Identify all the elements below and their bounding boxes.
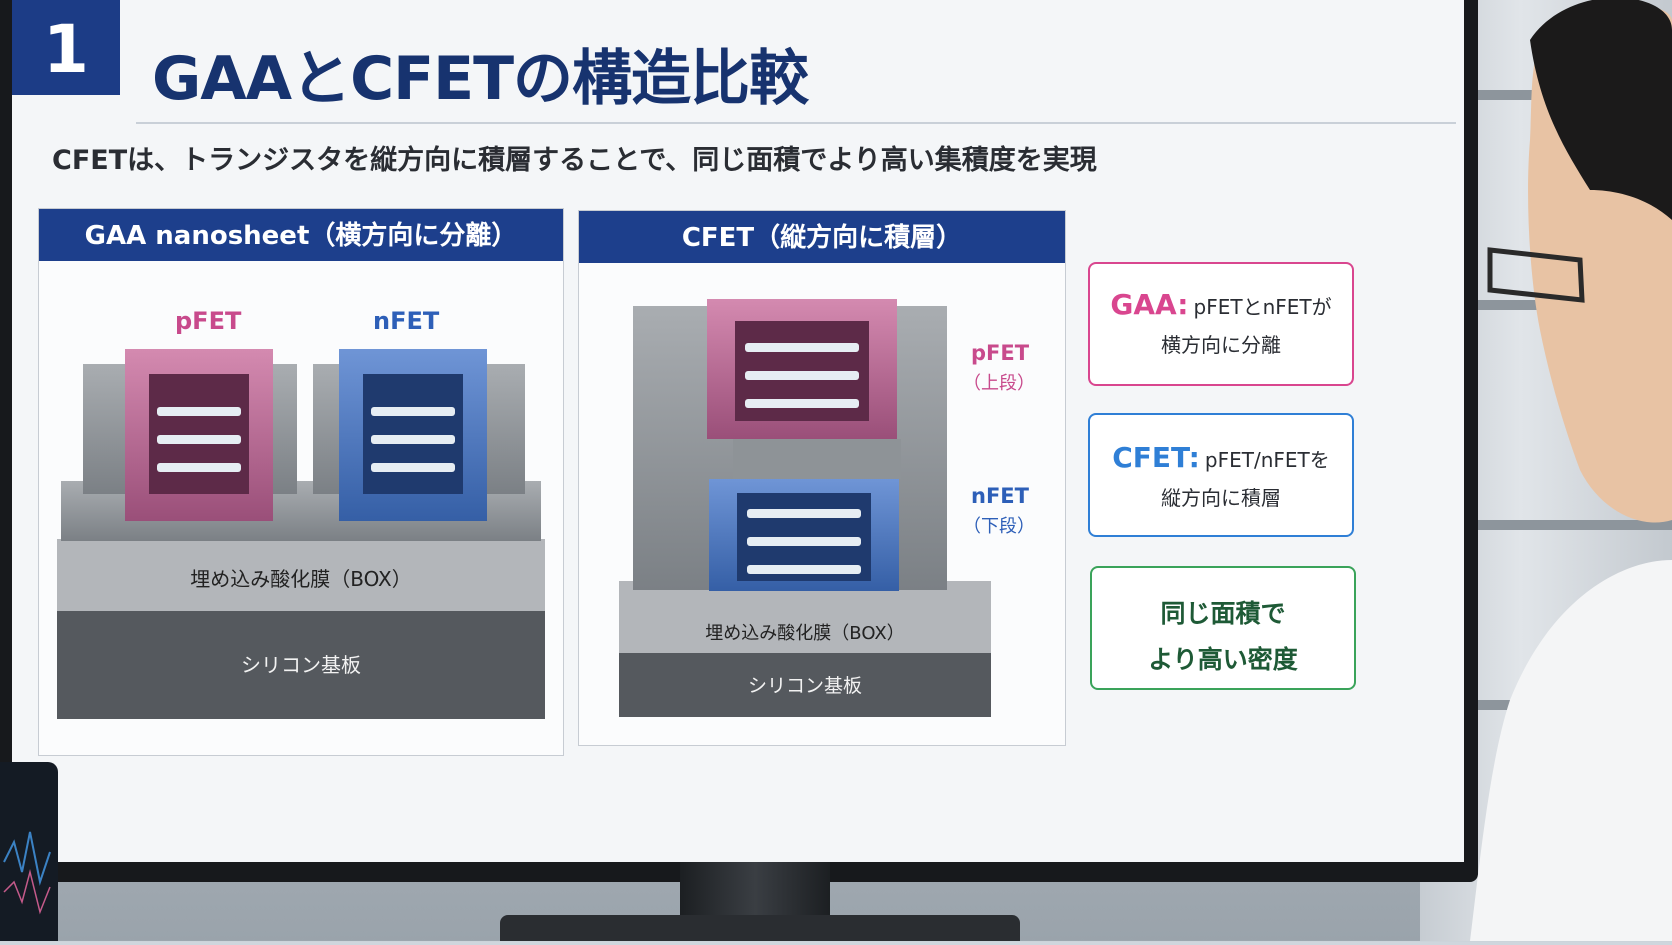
nfet-nanosheet — [371, 407, 455, 416]
cfet-box-layer — [619, 581, 991, 653]
info-box-gaa: GAA: pFETとnFETが 横方向に分離 — [1088, 262, 1354, 386]
gaa-substrate-label: シリコン基板 — [241, 653, 361, 677]
cfet-panel-header: CFET（縦方向に積層） — [579, 211, 1065, 263]
laptop-screen — [0, 762, 58, 941]
nfet-nanosheet — [371, 463, 455, 472]
slide-number: 1 — [12, 0, 120, 95]
info-cfet-line2: 縦方向に積層 — [1161, 486, 1281, 510]
info-density-line2: より高い密度 — [1148, 645, 1298, 674]
box-layer — [57, 539, 545, 611]
cfet-isolation — [733, 439, 901, 479]
slide-subtitle: CFETは、トランジスタを縦方向に積層することで、同じ面積でより高い集積度を実現 — [52, 145, 1097, 176]
info-cfet-key: CFET: — [1112, 441, 1200, 474]
gaa-panel-header: GAA nanosheet（横方向に分離） — [39, 209, 563, 261]
person-silhouette — [1470, 0, 1672, 941]
cfet-pfet-nanosheet — [745, 343, 859, 352]
cfet-diagram — [619, 299, 991, 717]
gaa-nfet-label: nFET — [373, 307, 440, 335]
cfet-pfet-sub: （上段） — [963, 373, 1035, 394]
cfet-nfet-nanosheet — [747, 509, 861, 518]
info-cfet-line1: pFET/nFETを — [1204, 448, 1330, 472]
cfet-substrate-label: シリコン基板 — [747, 675, 862, 697]
pfet-nanosheet — [157, 407, 241, 416]
pfet-nanosheet — [157, 435, 241, 444]
cfet-nfet-nanosheet — [747, 537, 861, 546]
cfet-nfet-label: nFET — [971, 484, 1029, 508]
info-box-density: 同じ面積で より高い密度 — [1090, 566, 1356, 690]
cfet-nfet-sub: （下段） — [963, 516, 1035, 537]
background-shelf — [1440, 520, 1672, 530]
cfet-pfet-nanosheet — [745, 371, 859, 380]
gaa-box-label: 埋め込み酸化膜（BOX） — [190, 567, 412, 591]
pfet-channel — [149, 374, 249, 494]
info-density-line1: 同じ面積で — [1160, 599, 1286, 628]
info-gaa-key: GAA: — [1110, 288, 1189, 321]
cfet-substrate-block — [619, 651, 991, 717]
cfet-panel: CFET（縦方向に積層） — [578, 210, 1066, 746]
info-gaa-line2: 横方向に分離 — [1161, 333, 1281, 357]
gaa-pfet-label: pFET — [175, 307, 242, 335]
gaa-diagram — [57, 349, 545, 719]
gaa-panel: GAA nanosheet（横方向に分離） — [38, 208, 564, 756]
monitor-screen: 1 GAAとCFETの構造比較 CFETは、トランジスタを縦方向に積層することで… — [12, 0, 1464, 862]
substrate-block — [57, 609, 545, 719]
slide-title: GAAとCFETの構造比較 — [152, 44, 809, 114]
nfet-channel — [363, 374, 463, 494]
cfet-pfet-label: pFET — [971, 341, 1030, 365]
laptop-chart-graphic — [3, 831, 51, 915]
cfet-box-label: 埋め込み酸化膜（BOX） — [705, 623, 905, 644]
cfet-nfet-nanosheet — [747, 565, 861, 574]
title-divider — [136, 122, 1456, 124]
cfet-pfet-nanosheet — [745, 399, 859, 408]
monitor-stand-base — [500, 915, 1020, 941]
info-gaa-line1: pFETとnFETが — [1193, 295, 1332, 319]
pfet-nanosheet — [157, 463, 241, 472]
info-box-cfet: CFET: pFET/nFETを 縦方向に積層 — [1088, 413, 1354, 537]
nfet-nanosheet — [371, 435, 455, 444]
